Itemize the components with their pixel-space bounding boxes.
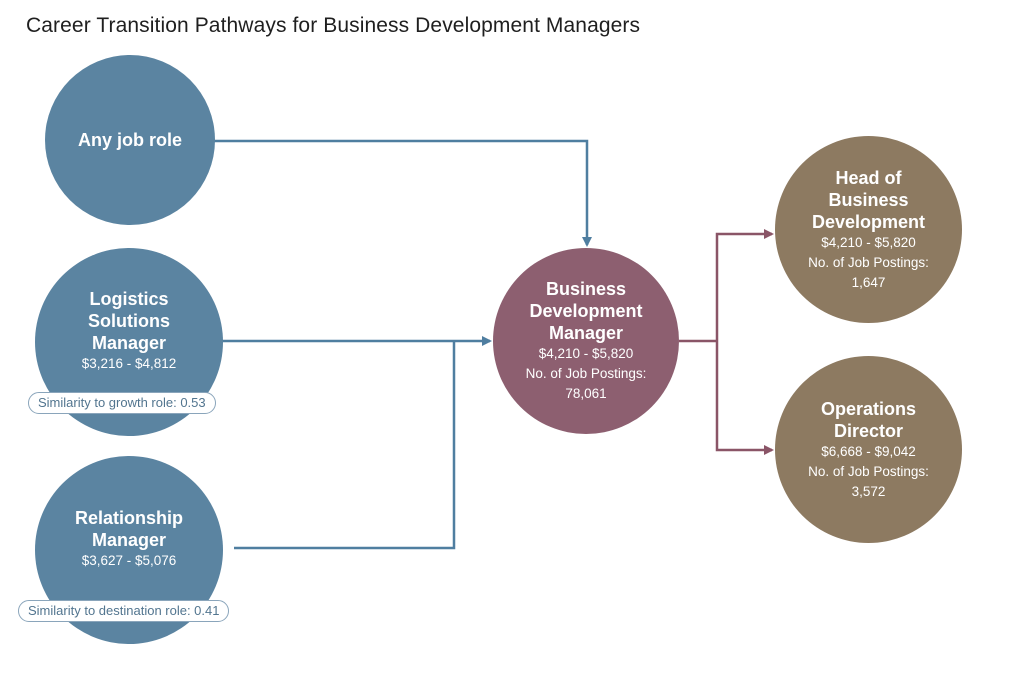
link-relationship-to-bdm	[234, 341, 456, 550]
node-salary: $3,216 - $4,812	[81, 356, 177, 371]
node-name: Relationship Manager	[74, 508, 183, 550]
node-business-development-manager: Business Development Manager $4,210 - $5…	[493, 248, 679, 434]
node-postings-value: 3,572	[851, 483, 886, 499]
node-salary: $4,210 - $5,820	[821, 234, 916, 250]
node-any-job-role: Any job role	[45, 55, 215, 225]
node-postings-label: No. of Job Postings:	[525, 366, 647, 381]
node-salary: $3,627 - $5,076	[81, 553, 177, 568]
node-operations-director: Operations Director $6,668 - $9,042 No. …	[775, 356, 962, 543]
similarity-badge-growth: Similarity to growth role: 0.53	[28, 392, 216, 414]
node-name: Logistics Solutions Manager	[88, 289, 170, 353]
node-postings-label: No. of Job Postings:	[808, 463, 929, 479]
diagram-title: Career Transition Pathways for Business …	[26, 14, 641, 37]
node-name: Any job role	[77, 130, 182, 150]
node-name: Business Development Manager	[529, 279, 643, 343]
link-bdm-to-operations-director	[715, 341, 774, 455]
node-name: Head of Business Development	[811, 167, 926, 232]
node-postings-value: 1,647	[851, 274, 886, 290]
link-any-role-to-bdm	[213, 139, 592, 247]
node-postings-value: 78,061	[565, 386, 607, 401]
node-salary: $4,210 - $5,820	[538, 346, 634, 361]
node-name: Operations Director	[820, 398, 917, 441]
link-bdm-to-head-of-bd	[715, 229, 774, 341]
node-head-of-business-development: Head of Business Development $4,210 - $5…	[775, 136, 962, 323]
node-salary: $6,668 - $9,042	[821, 443, 916, 459]
node-postings-label: No. of Job Postings:	[808, 254, 929, 270]
similarity-badge-destination: Similarity to destination role: 0.41	[18, 600, 230, 622]
